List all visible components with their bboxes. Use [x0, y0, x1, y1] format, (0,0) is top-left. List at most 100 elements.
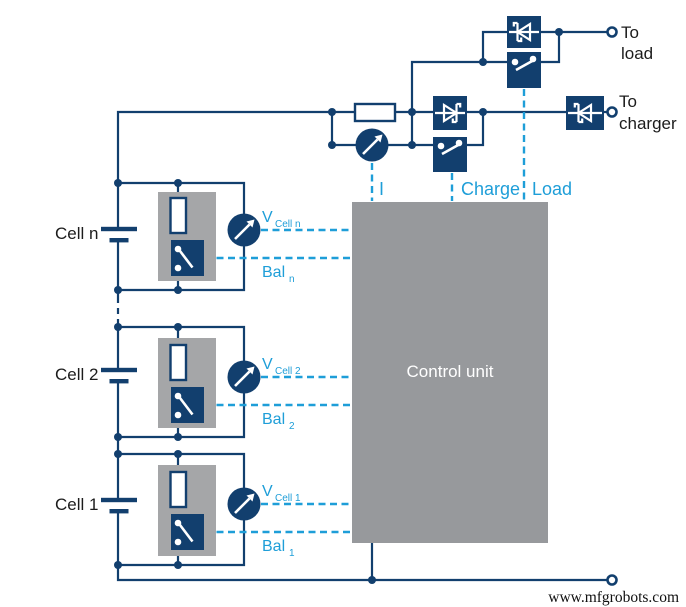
- cell-n-voltmeter-needle: [234, 223, 251, 240]
- wire-cell2-bottom: [118, 393, 246, 439]
- cell-2-voltage-label: V: [262, 356, 273, 373]
- cell-n-battery-plate-long: [101, 226, 137, 232]
- junction-dot: [408, 141, 416, 149]
- cell-1-switch-contact-bottom: [174, 538, 182, 546]
- charge-switch-icon: [433, 137, 467, 172]
- junction-dot: [174, 561, 182, 569]
- current-signal-label: I: [379, 179, 384, 199]
- junction-dot: [479, 58, 487, 66]
- ammeter-needle-tip: [374, 134, 383, 143]
- cell-1-balance-sub: 1: [289, 548, 295, 559]
- ammeter-needle: [362, 138, 379, 155]
- junction-dot: [174, 450, 182, 458]
- control-unit-box: [352, 202, 548, 543]
- charge-signal-label: Charge: [461, 179, 520, 199]
- cell-n-balance-switch-body: [171, 240, 204, 276]
- cell-n-battery-icon: [101, 226, 137, 243]
- load-signal-label: Load: [532, 179, 572, 199]
- cell-2-balance-switch-body: [171, 387, 204, 423]
- wire-left-rail-5: [116, 513, 612, 582]
- cell-2-balance-sub: 2: [289, 421, 295, 432]
- control-unit: Control unit: [352, 202, 548, 543]
- charge-diode-cathode: [451, 102, 462, 124]
- labels: To load To charger I Charge Load www.mfg…: [379, 23, 679, 606]
- watermark-text: www.mfgrobots.com: [548, 589, 679, 606]
- cell-n-label: Cell n: [55, 224, 98, 243]
- cell-2-balance-resistor: [169, 343, 188, 382]
- cell-1-voltage-sub: Cell 1: [275, 493, 301, 504]
- to-charger-label-line1: To: [619, 92, 637, 111]
- load-diode-cathode: [512, 21, 523, 43]
- load-terminal: [606, 26, 618, 38]
- load-switch-body: [507, 52, 541, 88]
- to-load-label-line2: load: [621, 44, 653, 63]
- cell-n-voltage-sub: Cell n: [275, 219, 301, 230]
- load-switch-blade: [515, 58, 535, 72]
- junction-dot: [114, 433, 122, 441]
- junction-dot: [408, 108, 416, 116]
- cell-2-battery-plate-long: [101, 367, 137, 373]
- cell-1-voltage-label: V: [262, 483, 273, 500]
- cell-2-switch-blade: [178, 397, 194, 416]
- cell-2-switch-contact-bottom: [174, 411, 182, 419]
- wire-cell1-top: [118, 452, 246, 488]
- to-load-label-line1: To: [621, 23, 639, 42]
- cell-1-balance-resistor: [169, 470, 188, 509]
- terminals: [606, 26, 618, 586]
- cell-1-voltmeter-icon: [227, 487, 261, 521]
- cell-1-voltmeter-tip: [246, 493, 255, 502]
- wire-celln-bottom: [118, 246, 246, 292]
- cell-1-balance-label: Bal: [262, 538, 285, 555]
- junction-dot: [368, 576, 376, 584]
- junction-dot: [114, 286, 122, 294]
- cell-1-battery-plate-short: [109, 509, 129, 514]
- load-switch-contact-left: [511, 58, 519, 66]
- cell-2-balance-switch-icon: [171, 387, 204, 423]
- cell-1-balance-switch-body: [171, 514, 204, 550]
- cell-n-voltage-label: V: [262, 209, 273, 226]
- charger-diode-icon: [566, 96, 604, 130]
- wire-node-a: [410, 60, 483, 145]
- cell-1-block: Cell 1 V Cell 1 Bal 1: [55, 465, 301, 559]
- cell-n-balance-sub: n: [289, 274, 295, 285]
- cell-n-balance-switch-icon: [171, 240, 204, 276]
- cell-n-switch-contact-bottom: [174, 264, 182, 272]
- cell-n-block: Cell n V Cell n Bal n: [55, 192, 301, 285]
- cell-2-label: Cell 2: [55, 365, 98, 384]
- load-diode-icon: [507, 16, 541, 48]
- junction-dot: [174, 433, 182, 441]
- junction-dot: [174, 286, 182, 294]
- signal-lines: [205, 89, 526, 534]
- charge-switch-blade: [441, 142, 461, 156]
- junction-dot: [114, 450, 122, 458]
- wire-top-rail: [116, 110, 412, 183]
- junction-dot: [328, 141, 336, 149]
- wire-celln-top: [118, 181, 246, 214]
- cell-1-label: Cell 1: [55, 495, 98, 514]
- cell-2-voltmeter-needle: [234, 370, 251, 387]
- cell-2-switch-contact-top: [174, 392, 182, 400]
- charge-diode-icon: [433, 96, 467, 130]
- cell-n-voltmeter-tip: [246, 219, 255, 228]
- cell-2-voltage-sub: Cell 2: [275, 366, 301, 377]
- charge-diode-triangle: [442, 102, 459, 124]
- load-switch-icon: [507, 52, 541, 88]
- junction-dot: [479, 108, 487, 116]
- cell-n-balance-resistor: [169, 196, 188, 235]
- control-unit-label: Control unit: [407, 362, 494, 381]
- ammeter-icon: [355, 128, 389, 162]
- junction-dot: [174, 179, 182, 187]
- cell-n-battery-plate-short: [109, 238, 129, 243]
- cell-n-voltmeter-icon: [227, 213, 261, 247]
- cell-2-voltmeter-icon: [227, 360, 261, 394]
- wire-load-diode: [481, 30, 612, 62]
- junction-dot: [114, 179, 122, 187]
- cell-n-switch-contact-top: [174, 245, 182, 253]
- cell-2-battery-plate-short: [109, 379, 129, 384]
- shunt-resistor: [353, 102, 397, 123]
- cell-2-battery-icon: [101, 367, 137, 384]
- wire-cell2-top: [118, 325, 246, 361]
- cell-1-switch-blade: [178, 524, 194, 543]
